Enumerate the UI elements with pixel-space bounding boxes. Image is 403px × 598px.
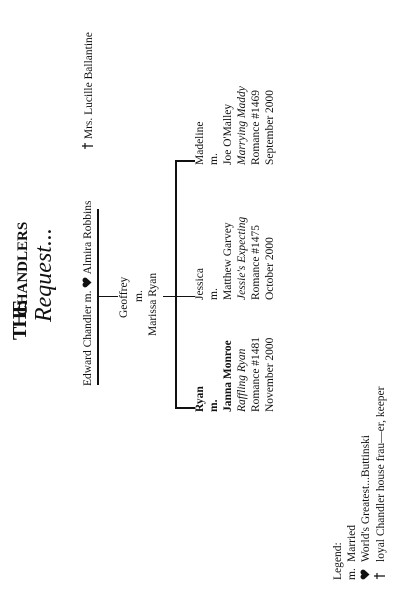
logo-request: Request... [31, 228, 57, 322]
almira-robbins: Almira Robbins [82, 200, 94, 275]
legend-title: Legend: [332, 542, 344, 580]
geoffrey-m: m. [133, 290, 145, 302]
ryan-title: Raffling Ryan [236, 348, 248, 412]
lucille-ballantine: Mrs. Lucille Ballantine [82, 32, 96, 150]
cross-icon [82, 143, 93, 149]
jessica-romance: Romance #1475 [250, 224, 262, 300]
legend-married-text: Married [346, 524, 358, 562]
ryan-romance: Romance #1481 [250, 336, 262, 412]
legend-married-symbol: m. [346, 568, 358, 580]
children-bar [175, 161, 177, 409]
jessica-drop [175, 295, 195, 297]
geoffrey-spouse: Marissa Ryan [147, 272, 159, 336]
cross-icon [374, 573, 385, 579]
madeline-romance: Romance #1469 [250, 89, 262, 165]
ryan-date: November 2000 [264, 337, 276, 412]
legend-married: m. Married [346, 525, 359, 580]
ryan-spouse: Janna Monroe [222, 340, 234, 412]
heart-icon [360, 569, 370, 580]
madeline-title: Marrying Maddy [236, 86, 248, 165]
jessica-spouse: Matthew Garvey [222, 222, 234, 300]
ryan-name: Ryan [194, 386, 206, 412]
madeline-m: m. [208, 153, 220, 165]
legend-buttinski-text: World's Greatest...Buttinski [360, 435, 372, 562]
parents-to-geoffrey-line [98, 295, 118, 297]
jessica-m: m. [208, 288, 220, 300]
madeline-date: September 2000 [264, 89, 276, 165]
parents-underline [97, 209, 99, 385]
legend-housekeeper: loyal Chandler house frau—er, keeper [374, 387, 388, 580]
madeline-name: Madeline [194, 121, 206, 165]
lucille-name: Mrs. Lucille Ballantine [83, 32, 95, 140]
jessica-title: Jessie's Expecting [236, 216, 248, 300]
jessica-name: Jessica [194, 268, 206, 300]
ryan-m: m. [208, 399, 220, 412]
geoffrey-name: Geoffrey [118, 276, 130, 318]
heart-icon [82, 277, 92, 288]
edward-chandler: Edward Chandler m. [82, 290, 94, 387]
jessica-date: October 2000 [264, 237, 276, 300]
legend-housekeeper-text: loyal Chandler house frau—er, keeper [375, 386, 387, 562]
madeline-spouse: Joe O'Malley [222, 103, 234, 165]
legend-buttinski: World's Greatest...Buttinski [360, 435, 373, 580]
edward-almira: Edward Chandler m. Almira Robbins [82, 201, 95, 386]
ryan-drop [175, 407, 195, 409]
logo-chandlers: CHANDLERS [15, 221, 31, 316]
chandlers-request-logo: THE CHANDLERS Request... [7, 222, 67, 340]
madeline-drop [175, 160, 195, 162]
